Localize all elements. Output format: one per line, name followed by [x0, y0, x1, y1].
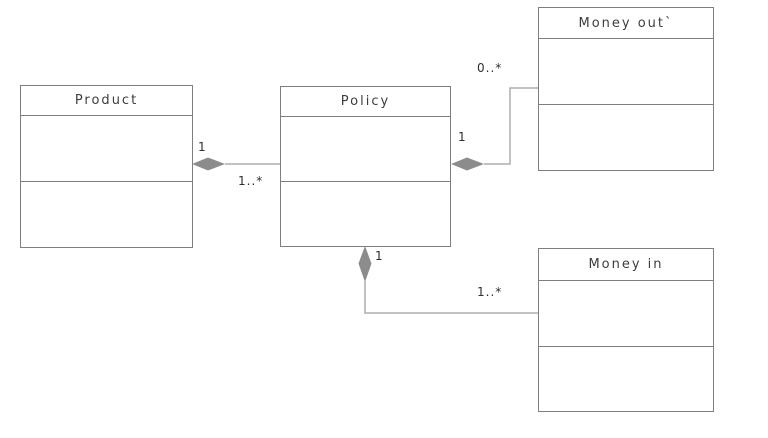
multiplicity-policy-right-diamond: 1	[458, 130, 467, 144]
multiplicity-policy-bottom-diamond: 1	[375, 249, 384, 263]
multiplicity-money-out-end: 0..*	[477, 61, 503, 75]
class-product-attributes-compartment	[21, 116, 192, 182]
class-product-title: Product	[21, 86, 192, 116]
aggregation-diamond-policy-bottom	[358, 246, 372, 282]
multiplicity-product-diamond: 1	[198, 140, 207, 154]
class-policy[interactable]: Policy	[280, 86, 451, 247]
class-product-operations-compartment	[21, 182, 192, 247]
class-money-out-operations-compartment	[539, 105, 713, 170]
class-money-in[interactable]: Money in	[538, 248, 714, 412]
class-policy-attributes-compartment	[281, 117, 450, 182]
class-money-in-operations-compartment	[539, 347, 713, 411]
association-product-policy[interactable]	[192, 157, 280, 171]
class-money-in-attributes-compartment	[539, 281, 713, 347]
class-product[interactable]: Product	[20, 85, 193, 248]
class-policy-operations-compartment	[281, 182, 450, 246]
multiplicity-policy-end: 1..*	[238, 174, 264, 188]
class-money-out-title: Money out`	[539, 8, 713, 39]
class-policy-title: Policy	[281, 87, 450, 117]
class-money-out-attributes-compartment	[539, 39, 713, 105]
aggregation-diamond-policy-right	[451, 157, 484, 171]
class-money-in-title: Money in	[539, 249, 713, 281]
class-money-out[interactable]: Money out`	[538, 7, 714, 171]
aggregation-diamond-product	[192, 157, 225, 171]
multiplicity-money-in-end: 1..*	[477, 285, 503, 299]
association-policy-money-in[interactable]	[358, 246, 539, 314]
